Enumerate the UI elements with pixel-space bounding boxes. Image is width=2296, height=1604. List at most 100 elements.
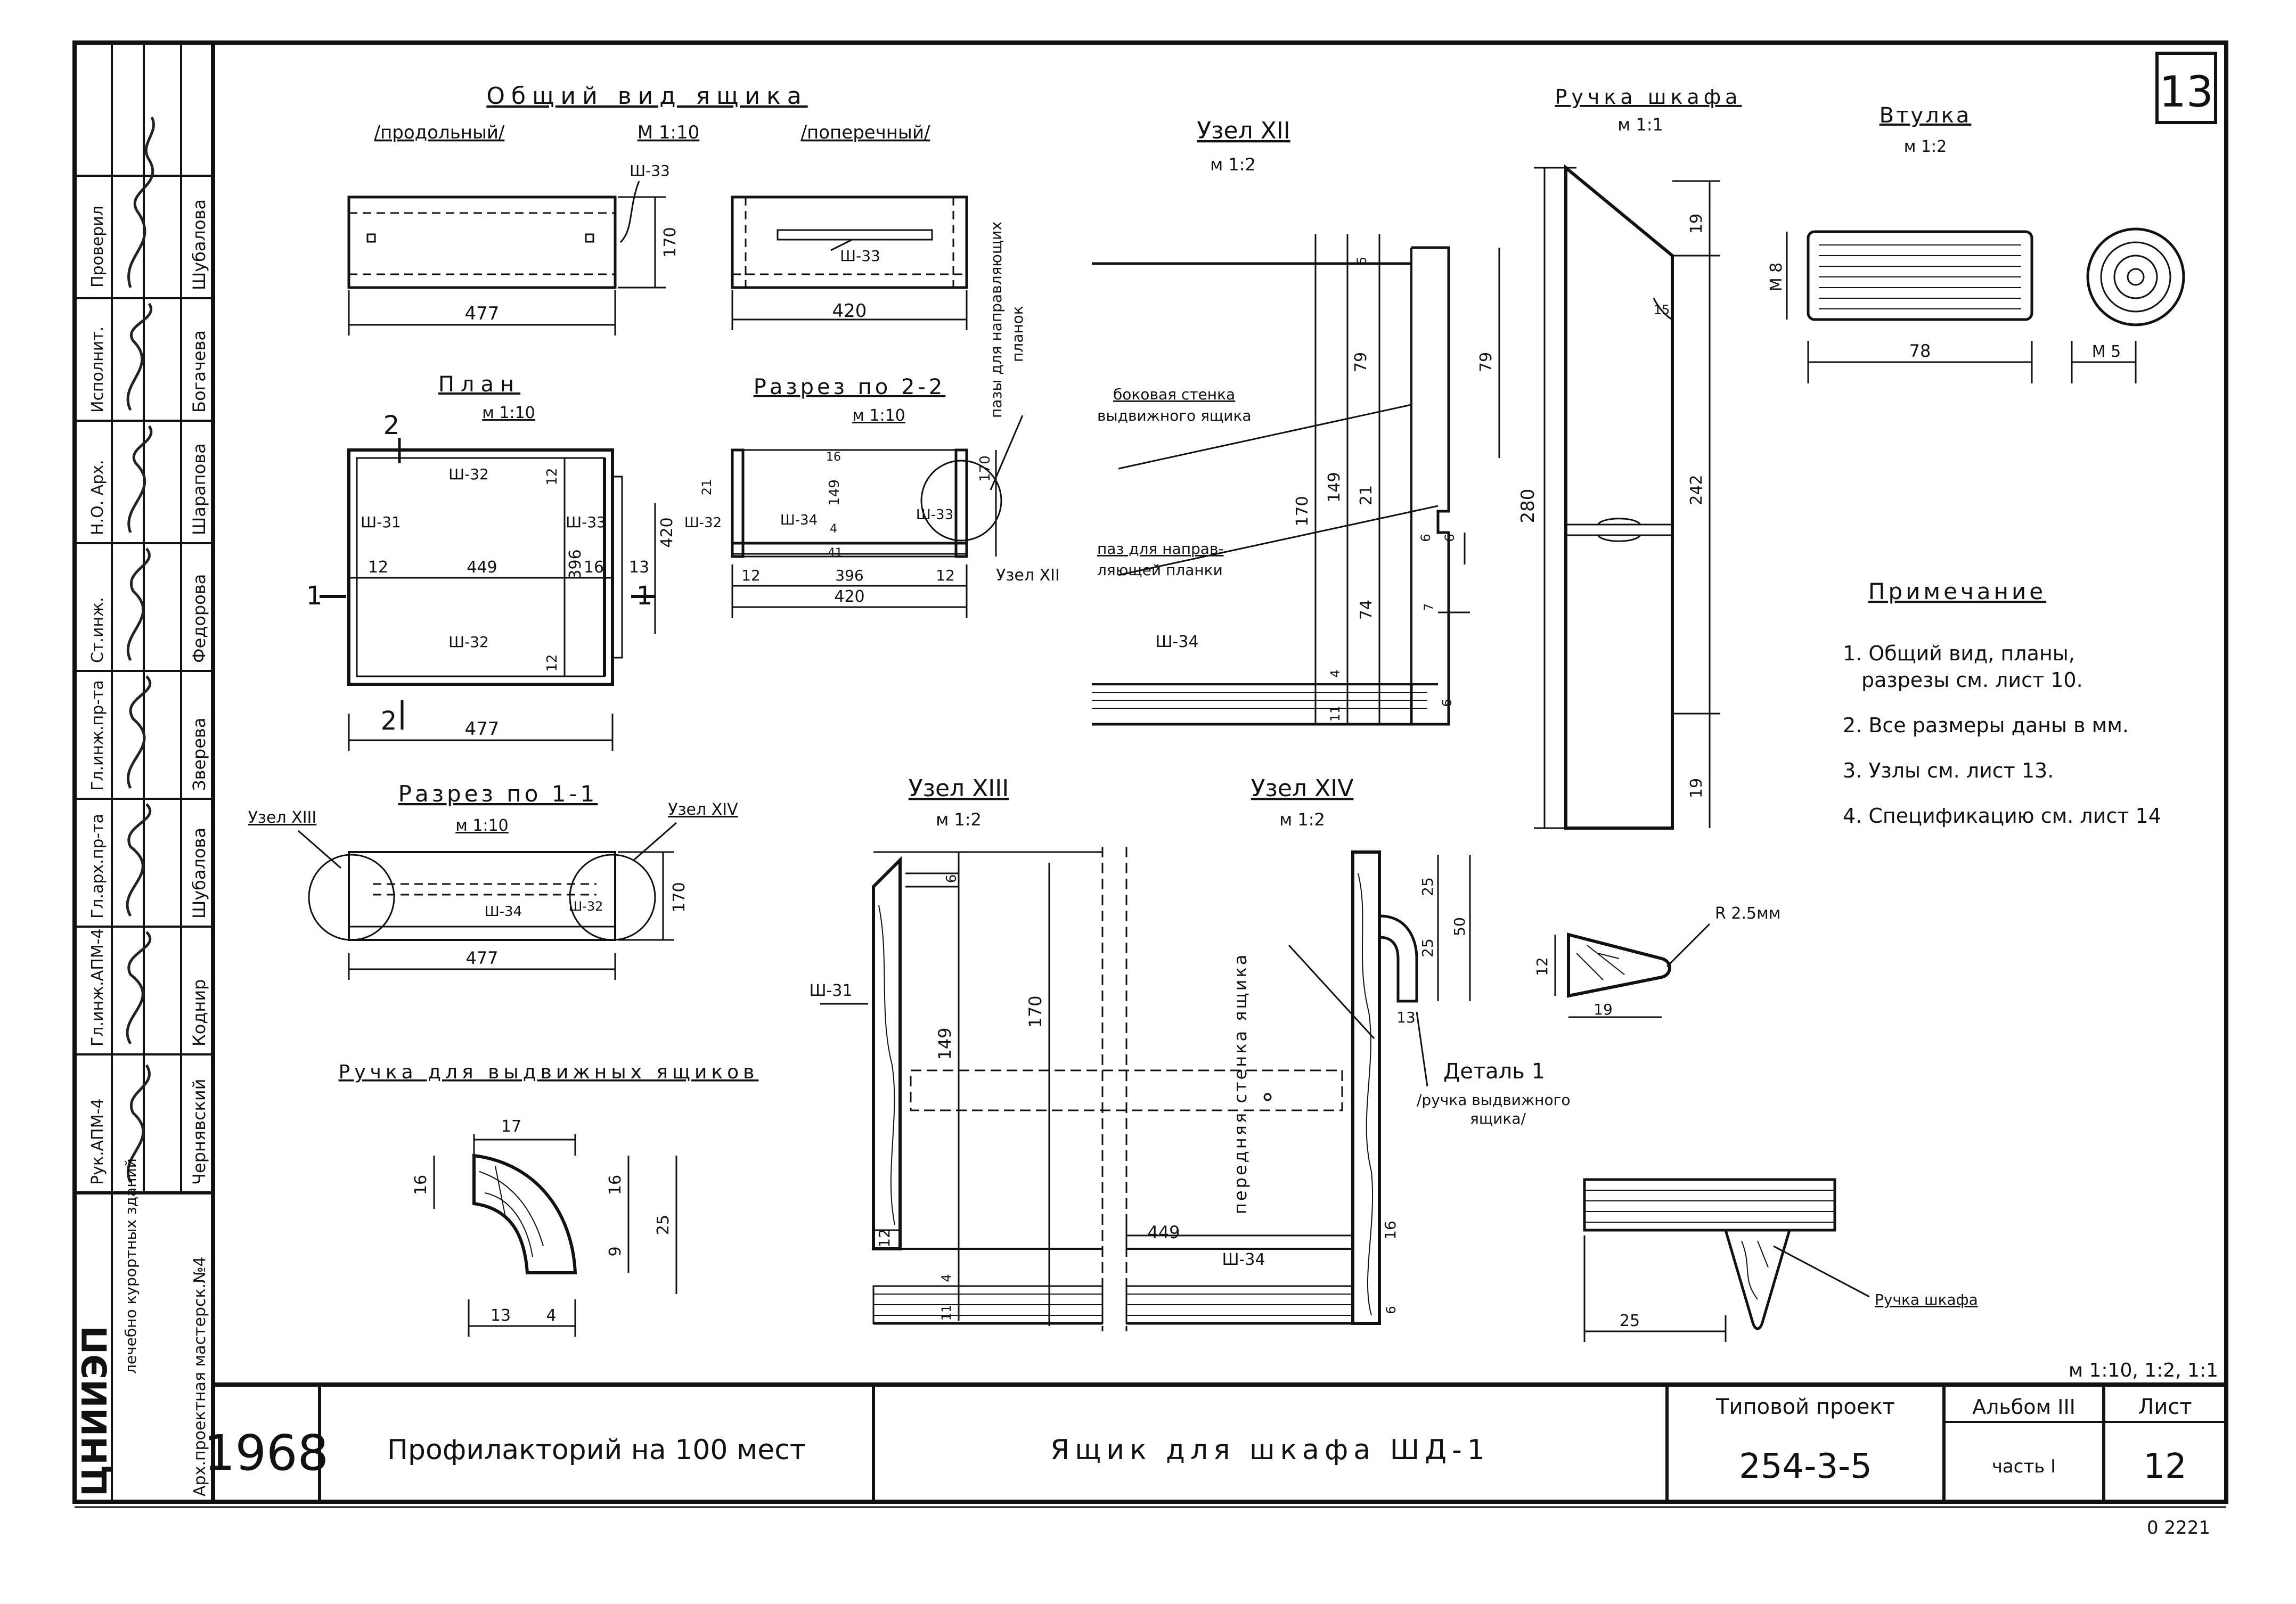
node12-dim-170: 170 bbox=[1293, 496, 1312, 526]
section11-callout-1: Ш-34 bbox=[485, 904, 522, 920]
general-longitudinal: /продольный/ bbox=[374, 122, 505, 143]
cabinet-handle-dim-25: 25 bbox=[1620, 1312, 1640, 1330]
plan-view bbox=[320, 438, 656, 751]
plan-title: План bbox=[438, 372, 520, 397]
section22-callout-2: Ш-34 bbox=[780, 512, 818, 528]
plan-callout-1: Ш-32 bbox=[448, 465, 489, 483]
node13-dim-149: 149 bbox=[935, 1027, 955, 1060]
plan-callout-2: Ш-31 bbox=[361, 513, 401, 531]
node14-detail-label: Деталь 1 bbox=[1443, 1059, 1545, 1084]
plan-dim-right2: 13 bbox=[629, 558, 649, 577]
node13-dim-170: 170 bbox=[1025, 995, 1045, 1028]
screw-dim-78: 78 bbox=[1909, 341, 1931, 361]
node14-scale: м 1:2 bbox=[1279, 809, 1325, 830]
drawer-handle-dim-b2: 4 bbox=[546, 1306, 556, 1325]
node12-dim-6c: 6 bbox=[1440, 699, 1455, 707]
node13-dim-11: 11 bbox=[939, 1305, 954, 1321]
notes-item-3: 2. Все размеры даны в мм. bbox=[1843, 714, 2129, 737]
section22-dim-3: 12 bbox=[936, 567, 955, 584]
stamp-name-8: Чернявский bbox=[189, 1079, 209, 1185]
node12-title: Узел XII bbox=[1197, 117, 1290, 144]
stamp-role-6: Гл.арх.пр-та bbox=[88, 814, 107, 919]
node12-dim-4: 4 bbox=[1328, 669, 1343, 677]
stamp-role-4: Ст.инж. bbox=[88, 597, 107, 663]
screw-view bbox=[1786, 227, 2185, 383]
node12-dim-21: 21 bbox=[1357, 485, 1376, 505]
plan-dim-right: 16 bbox=[584, 558, 604, 577]
stamp-role-5: Гл.инж.пр-та bbox=[88, 680, 107, 791]
node14-dim-16: 16 bbox=[1382, 1221, 1399, 1240]
section22-dim-h: 149 bbox=[827, 479, 843, 506]
plan-dim-t2: 12 bbox=[544, 654, 560, 672]
stamp-name-4: Федорова bbox=[189, 574, 209, 663]
section22-dim-b1: 4 bbox=[830, 522, 837, 536]
stamp-role-8: Рук.АПМ-4 bbox=[88, 1099, 107, 1185]
stamp-name-7: Коднир bbox=[189, 979, 209, 1046]
cabinet-handle-title: Ручка шкафа bbox=[1555, 85, 1742, 109]
drawer-handle-title: Ручка для выдвижных ящиков bbox=[339, 1061, 759, 1083]
cabinet-handle-dim-15: 15 bbox=[1654, 302, 1670, 317]
node13-title: Узел XIII bbox=[909, 775, 1009, 802]
cabinet-handle-dim-19b: 19 bbox=[1687, 778, 1706, 798]
drawer-handle-dim-top: 17 bbox=[501, 1117, 521, 1136]
stamp-org-logo: ЦНИИЭП bbox=[76, 1325, 115, 1496]
sheet-frame bbox=[72, 40, 2228, 1508]
section22-dim-total: 420 bbox=[834, 587, 864, 606]
node12-callout-1: Ш-34 bbox=[1155, 633, 1198, 651]
notes-item-5: 4. Спецификацию см. лист 14 bbox=[1843, 804, 2161, 828]
plan-callout-4: Ш-32 bbox=[448, 633, 489, 651]
notes-item-2: разрезы см. лист 10. bbox=[1861, 668, 2083, 692]
node14-dim-25: 25 bbox=[1419, 877, 1436, 896]
node12-label-groove-1: паз для направ- bbox=[1097, 540, 1224, 558]
stamp-year: 1968 bbox=[204, 1425, 329, 1482]
section22-grooves-1: пазы для направляющих bbox=[987, 222, 1005, 418]
stamp-role-1: Проверил bbox=[88, 206, 107, 288]
plan-dim-mid: 449 bbox=[467, 558, 497, 577]
screw-dim-m5: М 5 bbox=[2092, 342, 2121, 361]
cabinet-handle-dim-19c: 19 bbox=[1594, 1001, 1613, 1018]
stamp-name-labels: Шубалова Богачева Шарапова Федорова Звер… bbox=[189, 199, 209, 1185]
cabinet-handle-dim-12: 12 bbox=[1533, 957, 1551, 976]
section22-dim-top: 16 bbox=[826, 451, 841, 464]
section22-node-label: Узел XII bbox=[996, 566, 1060, 585]
plan-dim-left: 12 bbox=[368, 558, 388, 577]
drawer-handle-dim-total: 25 bbox=[654, 1215, 673, 1235]
node12-label-side-2: выдвижного ящика bbox=[1097, 407, 1252, 424]
general-dim-long-height: 170 bbox=[661, 227, 680, 257]
stamp-name-1: Шубалова bbox=[189, 199, 209, 290]
node14-dim-449: 449 bbox=[1147, 1222, 1180, 1242]
section11-dim-h: 170 bbox=[670, 882, 689, 912]
notes-item-1: 1. Общий вид, планы, bbox=[1843, 642, 2075, 665]
node12-label-groove-2: ляющей планки bbox=[1097, 561, 1223, 579]
drawer-handle-dim-b1: 13 bbox=[491, 1306, 511, 1325]
cabinet-handle-scale: м 1:1 bbox=[1617, 114, 1663, 135]
plan-scale: м 1:10 bbox=[482, 404, 535, 422]
stamp-album-label: Альбом III bbox=[1972, 1395, 2076, 1419]
general-callout-a: Ш-33 bbox=[630, 162, 670, 179]
plan-dim-total: 477 bbox=[465, 718, 500, 740]
sheet-number-top: 13 bbox=[2159, 67, 2213, 117]
section22-scale: м 1:10 bbox=[852, 406, 905, 425]
general-title: Общий вид ящика bbox=[486, 83, 807, 110]
cabinet-handle-dim-19a: 19 bbox=[1687, 214, 1706, 234]
node12-dim-74: 74 bbox=[1357, 600, 1376, 620]
general-longitudinal-view bbox=[347, 181, 666, 335]
node12-dim-6b: 6 bbox=[1442, 534, 1457, 542]
section22-dim-hh: 170 bbox=[977, 455, 993, 482]
drawer-handle-dim-right: 16 bbox=[606, 1175, 625, 1195]
stamp-typical-label: Типовой проект bbox=[1715, 1395, 1895, 1419]
general-callout-b: Ш-33 bbox=[840, 247, 880, 265]
drawer-handle-view bbox=[433, 1134, 677, 1337]
section22-grooves-2: планок bbox=[1009, 306, 1026, 362]
general-dim-long-width: 477 bbox=[465, 303, 500, 324]
plan-section-mark-2-top: 2 bbox=[383, 411, 400, 440]
stamp-role-2: Исполнит. bbox=[88, 326, 107, 413]
stamp-album-part: часть I bbox=[1992, 1456, 2056, 1477]
section22-dim-small: 21 bbox=[699, 479, 714, 496]
drawer-handle-dim-right-b: 9 bbox=[606, 1246, 625, 1256]
screw-scale: м 1:2 bbox=[1904, 137, 1947, 156]
node14-dim-13: 13 bbox=[1396, 1009, 1416, 1026]
node14-detail-sub-1: /ручка выдвижного bbox=[1417, 1091, 1570, 1109]
node12-dim-79a: 79 bbox=[1352, 352, 1370, 372]
node12-view bbox=[1092, 234, 1500, 726]
